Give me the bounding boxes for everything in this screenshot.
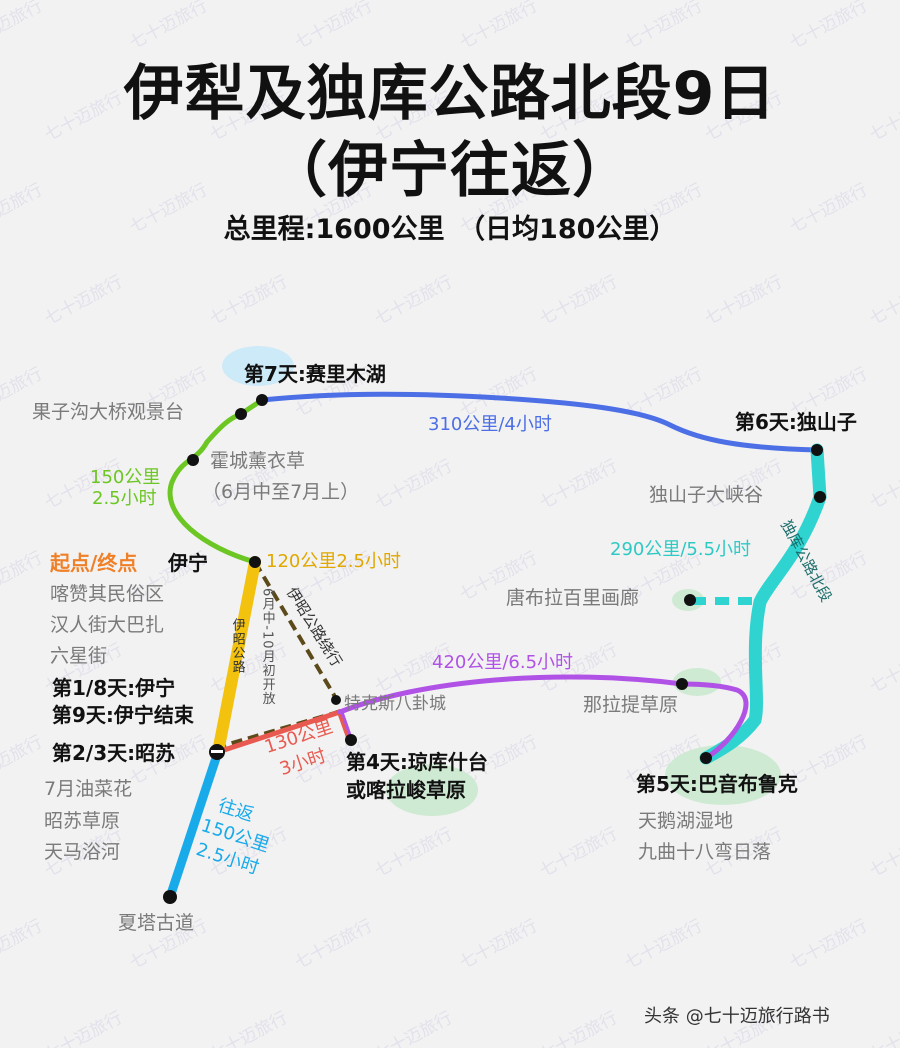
stop-dot-xiata xyxy=(163,890,177,904)
trip-summary: 总里程:1600公里 （日均180公里） xyxy=(223,214,677,245)
label-day9-yining: 第9天:伊宁结束 xyxy=(52,703,194,727)
label-day23-zhaosu: 第2/3天:昭苏 xyxy=(52,741,176,765)
route-green xyxy=(167,397,265,565)
label-day4-kalajun: 或喀拉峻草原 xyxy=(346,778,466,802)
label-yizhao-open: 6月中-10月初开放 xyxy=(259,588,275,706)
stop-dot-tekesi xyxy=(331,695,341,705)
label-liuxingjie: 六星街 xyxy=(50,645,108,667)
stop-dot-yining xyxy=(249,556,261,568)
sayram-lake-area xyxy=(222,346,294,386)
label-xiata: 夏塔古道 xyxy=(118,912,195,934)
label-huocheng-note: （6月中至7月上） xyxy=(202,481,360,503)
label-tekesi: 特克斯八卦城 xyxy=(344,694,446,714)
label-start-end: 起点/终点 xyxy=(50,551,138,575)
label-huocheng: 霍城薰衣草 xyxy=(210,450,306,472)
stop-dot-bayinbuluke xyxy=(700,752,712,764)
label-dushanzi-canyon: 独山子大峡谷 xyxy=(649,484,764,506)
stop-dot-qiongku xyxy=(345,734,357,746)
stop-dot-nalati xyxy=(676,678,688,690)
label-day7-sayram: 第7天:赛里木湖 xyxy=(244,362,386,386)
label-guozigou: 果子沟大桥观景台 xyxy=(32,401,185,423)
credit-line: 头条 @七十迈旅行路书 xyxy=(644,1006,830,1027)
label-yizhao-road: 伊昭公路 xyxy=(229,618,245,674)
label-day5-bayinbuluke: 第5天:巴音布鲁克 xyxy=(636,772,798,796)
route-cyan xyxy=(699,443,827,765)
label-day18-yining: 第1/8天:伊宁 xyxy=(52,676,176,700)
dist-green-time: 2.5小时 xyxy=(92,488,157,509)
route-zhaosu-tekesi xyxy=(215,709,343,755)
stop-dot-sayram xyxy=(256,394,268,406)
label-tianma: 天马浴河 xyxy=(44,841,121,863)
qiongkushitai-area xyxy=(386,764,478,816)
label-swan-lake: 天鹅湖湿地 xyxy=(638,810,734,832)
bayinbuluke-area xyxy=(665,745,781,805)
label-zhaosu-grass: 昭苏草原 xyxy=(44,810,121,832)
dist-sayram-dushanzi: 310公里/4小时 xyxy=(428,414,552,435)
dist-yining-tekesi: 120公里2.5小时 xyxy=(266,551,401,572)
route-yining-zhaosu xyxy=(212,556,261,758)
stop-dot-dushanzi xyxy=(811,444,823,456)
page-subtitle: （伊宁往返） xyxy=(267,136,633,206)
stop-marker-zhaosu-bar xyxy=(211,750,223,753)
stop-dot-huocheng xyxy=(187,454,199,466)
dist-green-km: 150公里 xyxy=(90,467,161,488)
label-yining: 伊宁 xyxy=(168,551,208,575)
route-tekesi-qiongku-overlay xyxy=(340,710,353,740)
stop-dot-guozigou xyxy=(235,408,247,420)
label-tangbula: 唐布拉百里画廊 xyxy=(506,587,640,609)
stop-dot-dushanzi-canyon xyxy=(814,491,826,503)
label-nalati: 那拉提草原 xyxy=(583,694,679,716)
label-jiuqu: 九曲十八弯日落 xyxy=(638,841,772,863)
stop-dot-tangbula xyxy=(684,594,696,606)
label-canola: 7月油菜花 xyxy=(44,778,133,800)
label-kazanqi: 喀赞其民俗区 xyxy=(50,583,165,605)
route-zhaosu-xiata xyxy=(165,747,223,902)
label-hanrenjie: 汉人街大巴扎 xyxy=(50,614,165,636)
page-title: 伊犁及独库公路北段9日 xyxy=(123,59,777,129)
dist-dushanzi-bayinbuluke: 290公里/5.5小时 xyxy=(610,539,752,560)
route-blue xyxy=(259,391,820,453)
label-day4-qiongku: 第4天:琼库什台 xyxy=(346,750,488,774)
label-day6-dushanzi: 第6天:独山子 xyxy=(735,410,857,434)
dist-bayinbuluke-tekesi: 420公里/6.5小时 xyxy=(432,652,574,673)
